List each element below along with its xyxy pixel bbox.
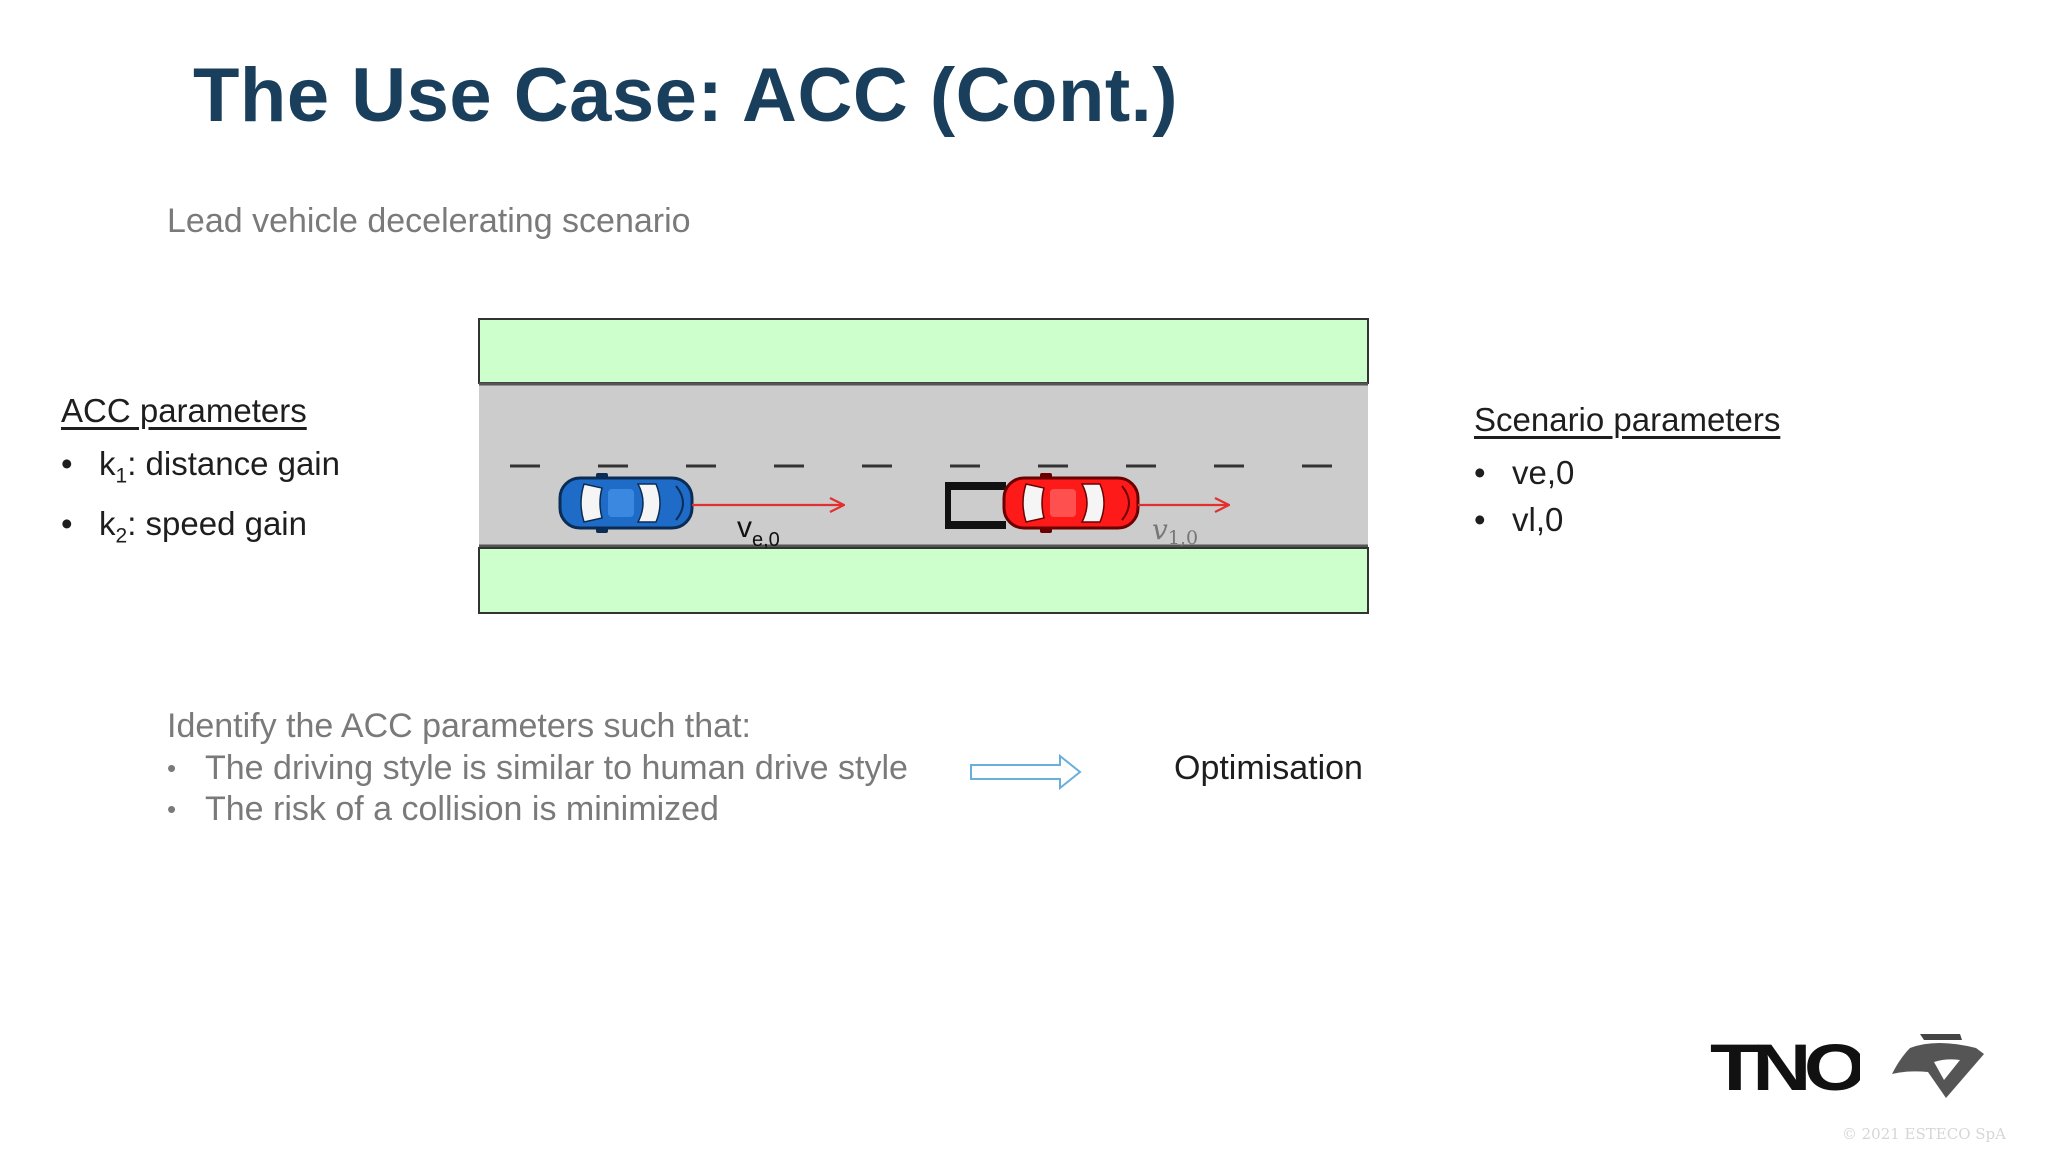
tno-logo: TNO	[1710, 1036, 1860, 1098]
acc-parameter-k1: k1: distance gain	[61, 440, 340, 500]
esteco-logo: ESTECO	[1892, 1034, 1984, 1107]
acc-parameter-k2: k2: speed gain	[61, 500, 340, 560]
objective-block: Identify the ACC parameters such that: T…	[167, 704, 908, 830]
objective-lead: Identify the ACC parameters such that:	[167, 707, 751, 745]
slide-subtitle: Lead vehicle decelerating scenario	[167, 202, 691, 240]
scenario-parameters-heading: Scenario parameters	[1474, 401, 1781, 438]
slide-title: The Use Case: ACC (Cont.)	[193, 53, 1179, 138]
road-diagram: ve,0 v1,0	[478, 318, 1369, 614]
scenario-parameters-list: Scenario parameters ve,0 vl,0	[1474, 401, 1780, 543]
ego-vehicle-icon	[558, 473, 694, 533]
lead-vehicle-bracket	[945, 482, 1006, 529]
scenario-parameter-item: vl,0	[1474, 496, 1780, 543]
ego-velocity-label: ve,0	[737, 511, 780, 551]
lead-velocity-label: v1,0	[1152, 513, 1198, 549]
acc-parameters-list: ACC parameters k1: distance gain k2: spe…	[61, 392, 340, 559]
optimisation-label: Optimisation	[1174, 749, 1363, 787]
right-arrow-icon	[970, 754, 1082, 790]
scenario-parameter-item: ve,0	[1474, 449, 1780, 496]
objective-item: The risk of a collision is minimized	[167, 789, 908, 830]
grass-top	[478, 318, 1369, 384]
acc-parameters-heading: ACC parameters	[61, 392, 307, 429]
copyright-footer: © 2021 ESTECO SpA	[1841, 1125, 2006, 1143]
grass-bottom	[478, 547, 1369, 614]
lead-vehicle-icon	[1002, 473, 1140, 533]
objective-item: The driving style is similar to human dr…	[167, 748, 908, 789]
svg-text:TNO: TNO	[1710, 1036, 1860, 1098]
